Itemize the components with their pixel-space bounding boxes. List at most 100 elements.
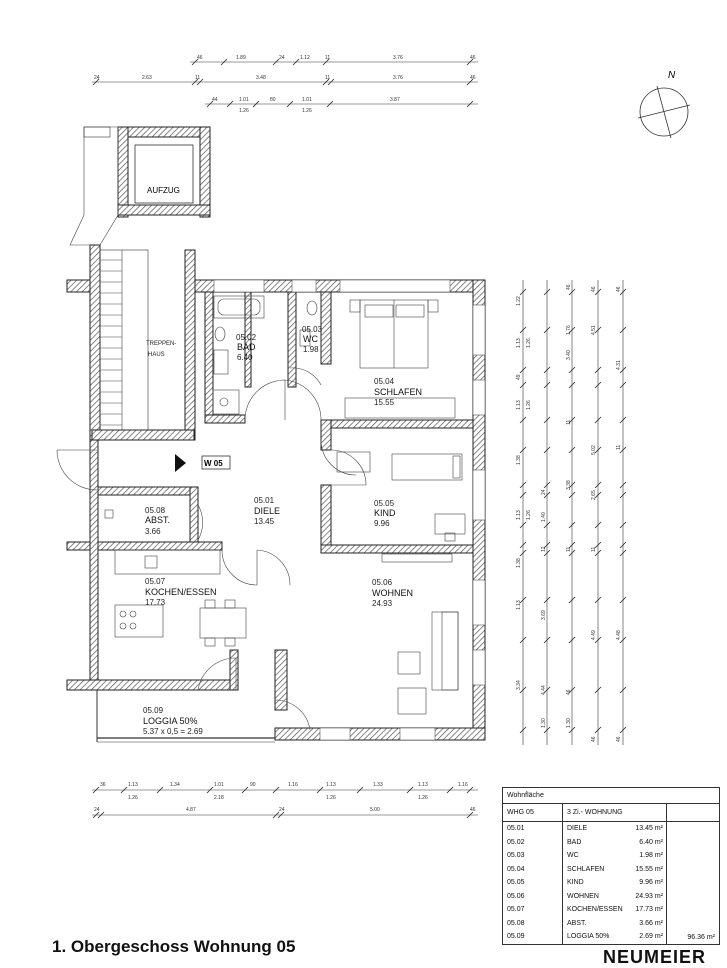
- furniture: [104, 295, 466, 715]
- dimension-tick: [594, 521, 602, 529]
- dimension-tick: [619, 521, 627, 529]
- dimension-tick: [519, 326, 527, 334]
- dimension-tick: [519, 726, 527, 734]
- dim-top-3b-1: 1.26: [239, 108, 249, 114]
- dimension-tick: [568, 726, 576, 734]
- room-name-wc: WC: [303, 334, 318, 344]
- area-table-cell-name: DIELE: [567, 825, 588, 832]
- dim-right-2-7: 3.69: [541, 610, 547, 620]
- room-num-kochen: 05.07: [145, 577, 166, 586]
- room-area-schlafen: 15.55: [374, 398, 395, 407]
- dimension-tick: [220, 58, 228, 66]
- area-table-unit-id: WHG 05: [507, 809, 534, 816]
- dimension-tick: [619, 541, 627, 549]
- building-walls: [66, 126, 486, 743]
- staircase: [99, 249, 149, 431]
- dim-right-3-5: 11: [591, 547, 597, 552]
- dimension-tick: [543, 636, 551, 644]
- dimension-tick: [594, 288, 602, 296]
- dim-bot-1-7: 1.13: [326, 782, 336, 788]
- dim-right-1-1: 1.22: [516, 296, 522, 306]
- lift-label: AUFZUG: [147, 186, 180, 195]
- plan-title: 1. Obergeschoss Wohnung 05: [52, 937, 296, 956]
- room-area-wc: 1.98: [303, 345, 319, 354]
- dimension-tick: [619, 481, 627, 489]
- dimension-tick: [568, 596, 576, 604]
- room-num-diele: 05.01: [254, 496, 275, 505]
- room-area-kind: 9.96: [374, 519, 390, 528]
- dim-right-4-5: 46: [616, 736, 622, 742]
- area-table-title: Wohnfläche: [503, 788, 719, 804]
- dimension-tick: [206, 100, 214, 108]
- dim-right-3-1: 46: [591, 286, 597, 292]
- area-table-cell-area: 2.69 m²: [639, 933, 663, 940]
- area-table-cell-num: 05.01: [507, 825, 525, 832]
- dimension-tick: [594, 481, 602, 489]
- dim-top-3-5: 3.87: [390, 97, 400, 103]
- dimension-tick: [619, 549, 627, 557]
- dim-right-2-8: 4.44: [541, 685, 547, 695]
- dim-right-2-2: 1.76: [566, 325, 572, 335]
- dimension-tick: [568, 288, 576, 296]
- dim-top-1-5: 11: [325, 55, 330, 61]
- dimension-tick: [272, 786, 280, 794]
- dimension-tick: [446, 786, 454, 794]
- dimension-tick: [568, 686, 576, 694]
- room-area-wohnen: 24.93: [372, 599, 393, 608]
- north-arrow: N: [637, 70, 691, 139]
- dimension-tick: [594, 366, 602, 374]
- dim-right-2-1: 46: [566, 284, 572, 290]
- area-table: Wohnfläche WHG 05 3 Zi.- WOHNUNG 05.01 DI…: [502, 787, 720, 945]
- dimension-tick: [277, 811, 285, 819]
- area-table-cell-area: 17.73 m²: [635, 906, 663, 913]
- dimension-tick: [519, 381, 527, 389]
- dimension-tick: [594, 416, 602, 424]
- dimension-tick: [272, 811, 280, 819]
- dimension-tick: [292, 58, 300, 66]
- dimension-tick: [594, 549, 602, 557]
- dim-bot-1-10: 1.16: [458, 782, 468, 788]
- area-table-cell-name: WC: [567, 852, 579, 859]
- dim-right-1-12: 1.30: [541, 718, 547, 728]
- dim-bot-1-4: 1.01: [214, 782, 224, 788]
- area-table-cell-num: 05.07: [507, 906, 525, 913]
- dimension-tick: [92, 786, 100, 794]
- dimension-tick: [322, 58, 330, 66]
- dim-top-3-2: 1.01: [239, 97, 249, 103]
- dim-bot-2-3: 24: [279, 807, 285, 813]
- room-name-kochen: KOCHEN/ESSEN: [145, 587, 217, 597]
- dim-right-1b-1: 1.26: [526, 338, 532, 348]
- dim-bot-2-2: 4.87: [186, 807, 196, 813]
- area-table-unit-type: 3 Zi.- WOHNUNG: [567, 809, 623, 816]
- room-num-loggia: 05.09: [143, 706, 164, 715]
- dimension-tick: [543, 541, 551, 549]
- room-area-abst: 3.66: [145, 527, 161, 536]
- dim-bot-1-2: 1.13: [128, 782, 138, 788]
- dimension-tick: [619, 326, 627, 334]
- dimension-tick: [519, 491, 527, 499]
- area-table-cell-area: 6.40 m²: [639, 838, 663, 846]
- room-area-bad: 6.40: [237, 353, 253, 362]
- dimension-tick: [519, 446, 527, 454]
- dimension-tick: [92, 78, 100, 86]
- dim-top-2-3: 11: [195, 75, 200, 81]
- room-name-loggia: LOGGIA 50%: [143, 716, 198, 726]
- dim-bot-1-3: 1.34: [170, 782, 180, 788]
- dim-top-1-3: 24: [279, 55, 285, 61]
- dim-right-2-4: 11: [566, 420, 572, 425]
- dimension-tick: [568, 446, 576, 454]
- dimension-tick: [594, 636, 602, 644]
- dimension-tick: [543, 726, 551, 734]
- dim-right-1-3: 49: [516, 374, 522, 380]
- dim-right-1-6: 24: [541, 489, 547, 495]
- north-label: N: [668, 70, 676, 81]
- labels: AUFZUG TREPPEN- HAUS 05.02 BAD 6.40 05.0…: [143, 186, 422, 736]
- dim-top-1-2: 1.89: [236, 55, 246, 61]
- dimension-tick: [594, 686, 602, 694]
- dimension-tick: [543, 491, 551, 499]
- dimension-tick: [543, 366, 551, 374]
